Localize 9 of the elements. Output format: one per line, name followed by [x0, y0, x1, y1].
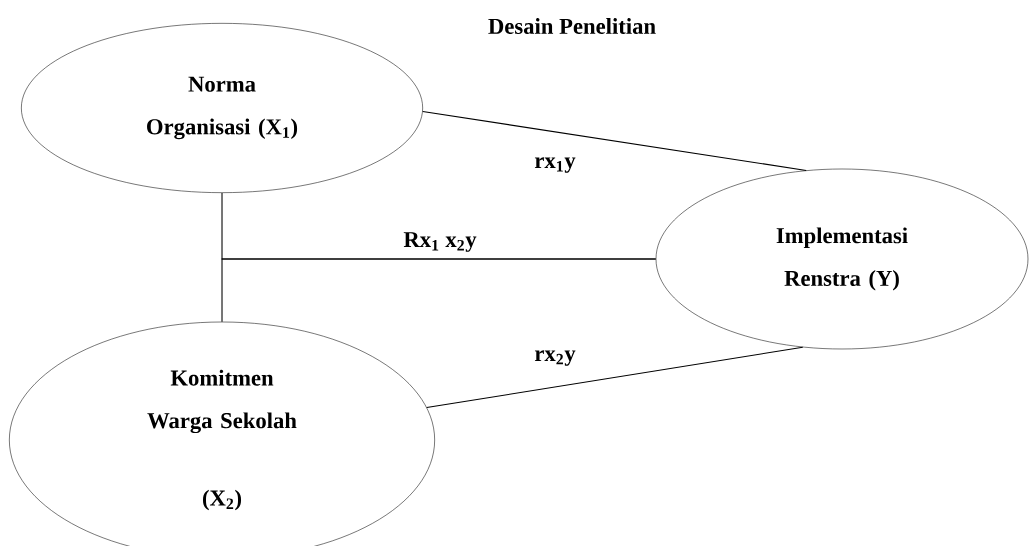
title: Desain Penelitian [488, 18, 656, 34]
edge-label: Rx$_{1}$ x$_{2}$y [403, 232, 477, 252]
ellipse-node: Implementasi Renstra (Y) [655, 168, 1029, 350]
connector-line [221, 258, 657, 323]
ellipse-node: Norma Organisasi (X$_{1}$) [21, 23, 423, 193]
edge-label: rx$_{2}$y [534, 350, 576, 366]
edge-label: rx$_{1}$y [534, 157, 576, 173]
connector-line [422, 110, 807, 171]
connector-line [426, 346, 804, 409]
